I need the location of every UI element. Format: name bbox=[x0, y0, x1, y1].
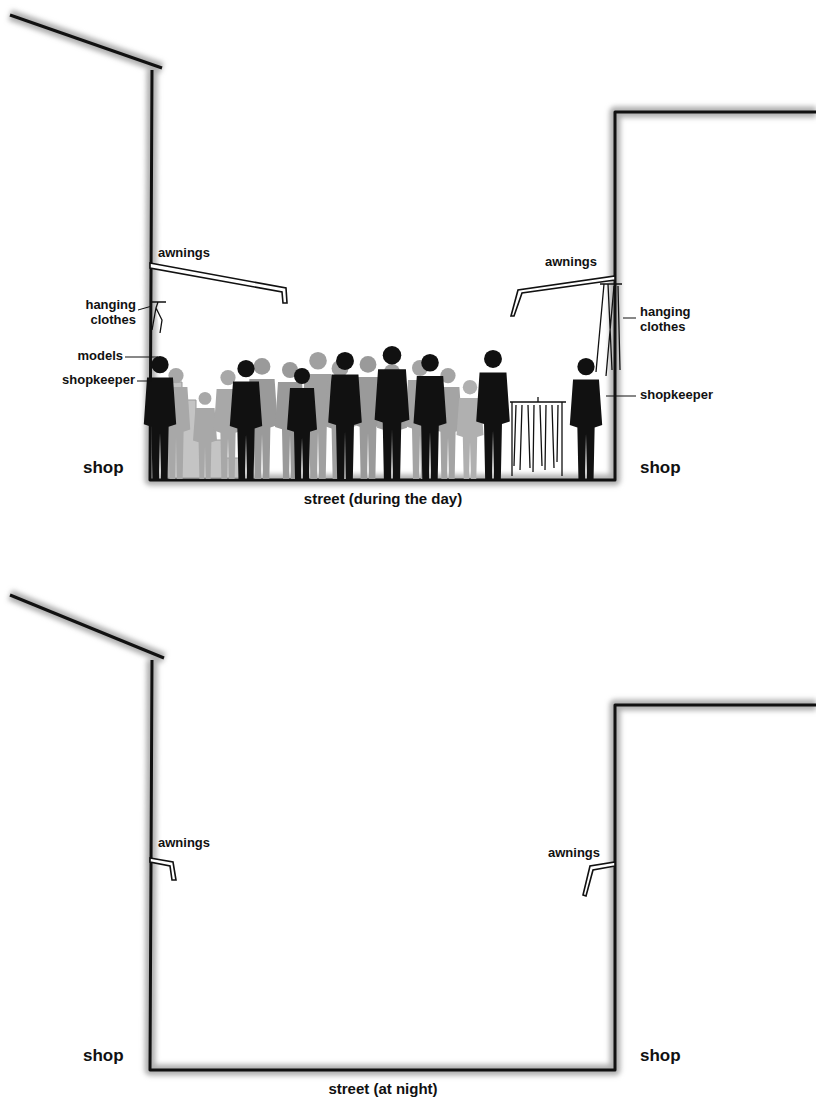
hanging-clothes-symbol bbox=[150, 284, 622, 376]
person-silhouette bbox=[144, 356, 176, 479]
part-label: models bbox=[77, 349, 123, 364]
part-label: shopkeeper bbox=[62, 373, 135, 388]
person-silhouette bbox=[375, 346, 410, 479]
person-silhouette bbox=[287, 368, 317, 479]
part-label: shop bbox=[83, 458, 124, 478]
crowd-silhouettes bbox=[144, 346, 602, 479]
awning-symbol bbox=[150, 263, 615, 896]
part-label: shop bbox=[640, 1046, 681, 1066]
leader-line bbox=[125, 306, 636, 396]
street-caption: street (at night) bbox=[328, 1080, 437, 1097]
clothes-rack-symbol bbox=[510, 397, 566, 476]
person-silhouette bbox=[476, 350, 510, 479]
person-silhouette bbox=[230, 360, 262, 479]
building-glow bbox=[10, 15, 816, 1070]
part-label: hanging clothes bbox=[640, 305, 702, 335]
part-label: awnings bbox=[545, 255, 597, 270]
part-label: shop bbox=[83, 1046, 124, 1066]
part-label: awnings bbox=[548, 846, 600, 861]
building-outline bbox=[10, 15, 816, 1070]
part-label: shop bbox=[640, 458, 681, 478]
part-label: awnings bbox=[158, 246, 210, 261]
person-silhouette bbox=[570, 358, 602, 479]
part-label: hanging clothes bbox=[74, 298, 136, 328]
part-label: awnings bbox=[158, 836, 210, 851]
person-silhouette bbox=[193, 392, 217, 479]
part-label: shopkeeper bbox=[640, 388, 713, 403]
person-silhouette bbox=[414, 354, 447, 479]
street-caption: street (during the day) bbox=[304, 490, 462, 507]
person-silhouette bbox=[328, 352, 362, 479]
